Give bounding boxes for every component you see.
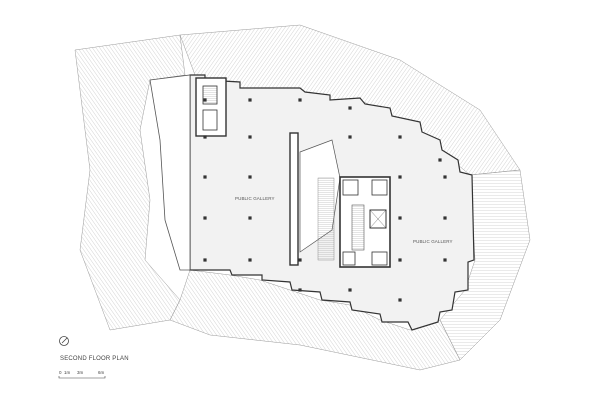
column <box>398 216 402 220</box>
structural-columns <box>203 98 447 302</box>
column <box>203 135 207 139</box>
column <box>398 175 402 179</box>
scale-bar: 0 1m 3m 6m <box>58 370 106 379</box>
scale-label-0: 0 <box>59 370 62 375</box>
scale-label-6m: 6m <box>98 370 105 375</box>
room-label-public-gallery-2: PUBLIC GALLERY <box>413 239 453 244</box>
scale-label-3m: 3m <box>77 370 84 375</box>
column <box>248 258 252 262</box>
column <box>203 258 207 262</box>
service-core <box>339 176 391 268</box>
central-void <box>289 132 341 266</box>
column <box>298 98 302 102</box>
column <box>248 135 252 139</box>
roof-bottom <box>169 269 461 371</box>
scale-label-1m: 1m <box>64 370 71 375</box>
column <box>203 175 207 179</box>
column <box>438 158 442 162</box>
room-label-public-gallery-1: PUBLIC GALLERY <box>235 196 275 201</box>
column <box>443 258 447 262</box>
column <box>348 288 352 292</box>
column <box>298 288 302 292</box>
column <box>443 216 447 220</box>
column <box>203 216 207 220</box>
column <box>398 135 402 139</box>
column <box>248 98 252 102</box>
column <box>398 298 402 302</box>
column <box>203 98 207 102</box>
atrium-void <box>149 74 191 271</box>
column <box>398 258 402 262</box>
column <box>348 135 352 139</box>
column <box>348 106 352 110</box>
column <box>248 216 252 220</box>
roof-left <box>74 34 186 331</box>
column <box>248 175 252 179</box>
column <box>298 258 302 262</box>
plan-title: SECOND FLOOR PLAN <box>60 356 129 362</box>
north-arrow-icon <box>59 336 69 346</box>
stair-core-left <box>195 77 227 137</box>
column <box>443 175 447 179</box>
